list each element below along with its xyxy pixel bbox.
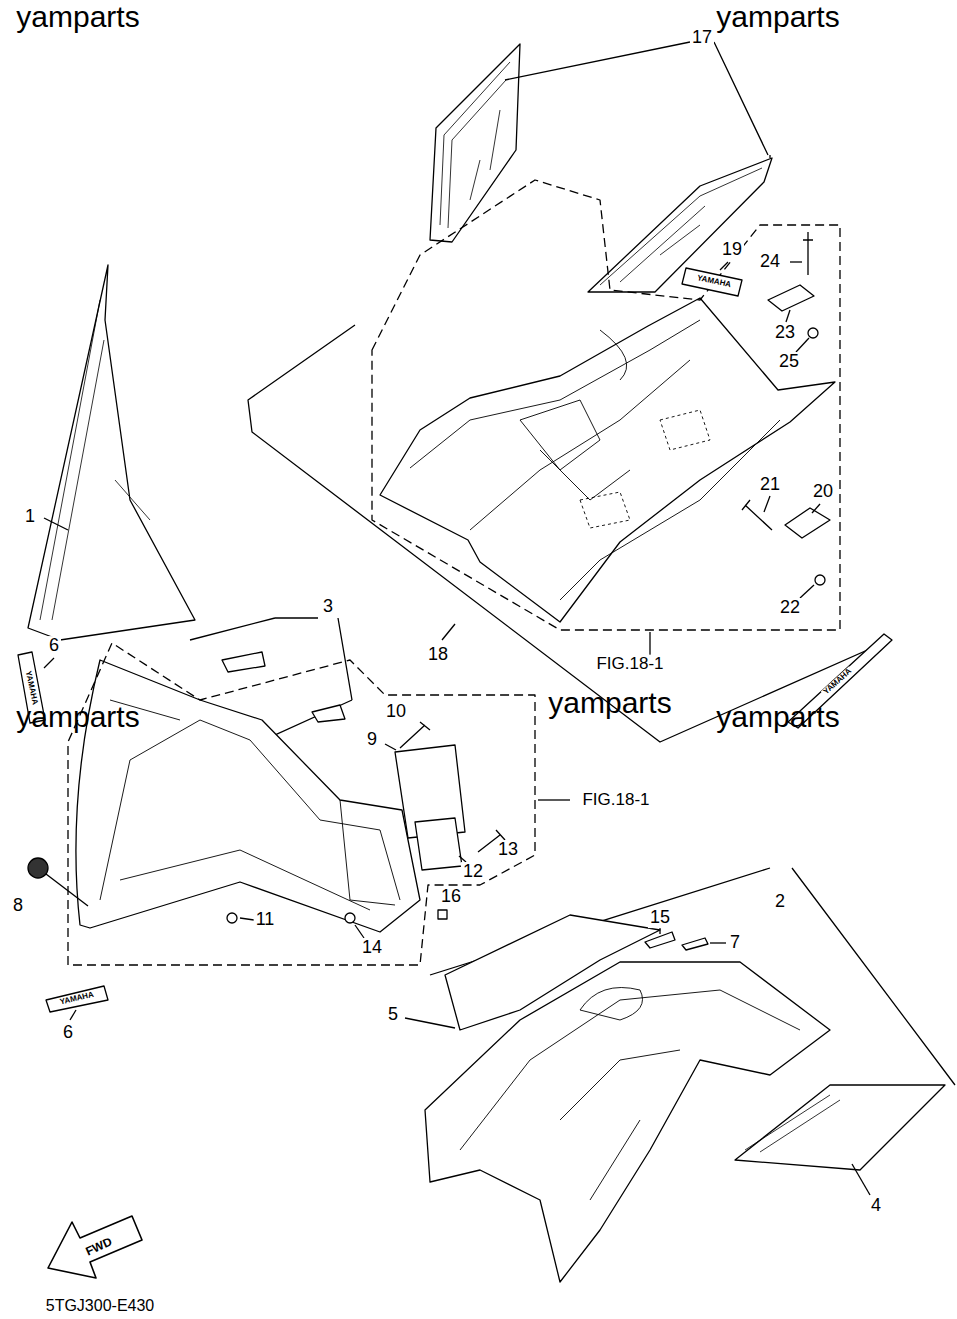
callout-number: 2 [773,892,787,912]
decal-text: YAMAHA [821,666,855,698]
callout-number: 3 [321,597,335,617]
callout-number: 24 [758,252,782,272]
callout-number: 5 [386,1005,400,1025]
callout-number: 20 [811,482,835,502]
direction-marker: FWD [82,1235,116,1260]
callout-number: 25 [777,352,801,372]
callout-number: 8 [11,896,25,916]
diagram-code: 5TGJ300-E430 [44,1297,157,1315]
watermark: yamparts [716,700,839,733]
callout-number: 13 [496,840,520,860]
callout-number: 1 [23,507,37,527]
callout-number: 16 [439,887,463,907]
callout-number: 18 [426,645,450,665]
callout-number: 14 [360,938,384,958]
callout-number: 7 [728,933,742,953]
figure-reference: FIG.18-1 [594,655,665,674]
figure-reference: FIG.18-1 [580,791,651,810]
callout-number: 15 [648,908,672,928]
callout-number: 22 [778,598,802,618]
watermark: yamparts [16,0,139,33]
watermark: yamparts [548,686,671,719]
callout-number: 6 [47,636,61,656]
decal-text: YAMAHA [694,274,733,291]
callout-number: 4 [869,1196,883,1216]
callout-number: 10 [384,702,408,722]
callout-number: 11 [254,910,277,930]
callout-number: 23 [773,323,797,343]
watermark: yamparts [716,0,839,33]
callout-number: 9 [365,730,379,750]
callout-number: 21 [758,475,782,495]
callout-number: 19 [720,240,744,260]
callout-number: 17 [690,28,714,48]
callout-number: 12 [461,862,485,882]
decal-text: YAMAHA [57,990,96,1007]
callout-number: 6 [61,1023,75,1043]
